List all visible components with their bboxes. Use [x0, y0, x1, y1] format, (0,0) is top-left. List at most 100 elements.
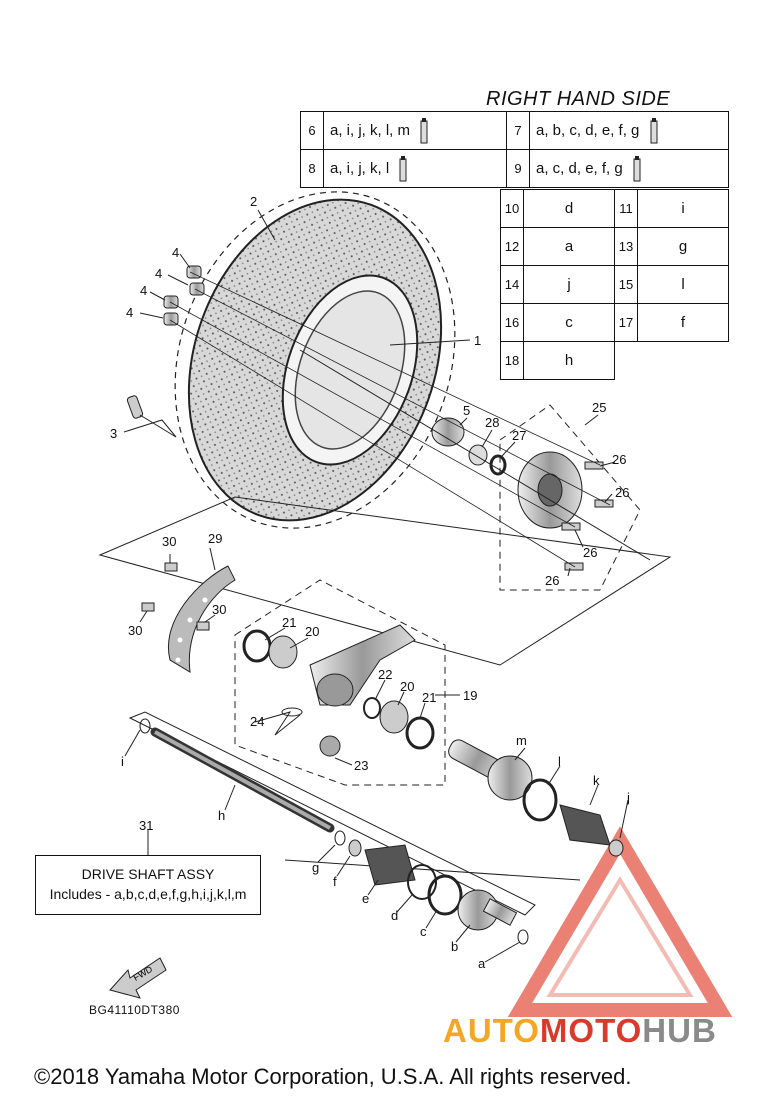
knuckle: [242, 624, 435, 757]
letter-a: a: [478, 956, 486, 971]
callout-20a: 20: [305, 624, 319, 639]
callout-19: 19: [463, 688, 477, 703]
callout-30c: 30: [128, 623, 142, 638]
band-l: [522, 778, 558, 822]
band-c: [427, 874, 463, 916]
callout-27: 27: [512, 428, 526, 443]
letter-c: c: [420, 924, 427, 939]
legend-row: 6 a, i, j, k, l, m 7 a, b, c, d, e, f, g: [300, 111, 729, 150]
legend-num: 13: [614, 227, 638, 266]
grease-tube-icon: [420, 117, 428, 143]
valve-stem: [126, 395, 144, 419]
drive-shaft: [150, 727, 335, 833]
stud-line-2: [194, 288, 611, 506]
legend-row: 18 h: [500, 341, 729, 380]
letter-i: i: [121, 754, 124, 769]
callout-5: 5: [463, 403, 470, 418]
legend-num: 14: [500, 265, 524, 304]
letter-b: b: [451, 939, 458, 954]
letter-h: h: [218, 808, 225, 823]
callout-30b: 30: [212, 602, 226, 617]
legend-row: 8 a, i, j, k, l 9 a, c, d, e, f, g: [300, 149, 729, 188]
callout-4b: 4: [155, 266, 162, 281]
drive-shaft-assy-box: DRIVE SHAFT ASSY Includes - a,b,c,d,e,f,…: [35, 855, 261, 915]
inner-cv-joint: [457, 889, 518, 931]
circlip-a: [517, 929, 529, 945]
callout-31: 31: [139, 818, 153, 833]
legend-num: 10: [500, 189, 524, 228]
letter-l: l: [558, 754, 561, 769]
letter-f: f: [333, 874, 337, 889]
callout-4c: 4: [140, 283, 147, 298]
diagram-code: BG41110DT380: [89, 1003, 180, 1017]
callout-1: 1: [474, 333, 481, 348]
letter-g: g: [312, 860, 319, 875]
legend-letter: l: [637, 265, 729, 304]
legend-letter: h: [523, 341, 615, 380]
callout-23: 23: [354, 758, 368, 773]
callout-4d: 4: [126, 305, 133, 320]
letter-d: d: [391, 908, 398, 923]
legend-letter: d: [523, 189, 615, 228]
legend-letters: a, b, c, d, e, f, g: [536, 121, 640, 139]
legend-num: 18: [500, 341, 524, 380]
legend-letter: i: [637, 189, 729, 228]
copyright-notice: ©2018 Yamaha Motor Corporation, U.S.A. A…: [34, 1064, 632, 1089]
legend-row: 12 a 13 g: [500, 227, 729, 266]
callout-20b: 20: [400, 679, 414, 694]
letter-k: k: [593, 773, 600, 788]
letter-e: e: [362, 891, 369, 906]
legend-num: 16: [500, 303, 524, 342]
band-j: [608, 839, 624, 857]
stud-line-1: [189, 271, 601, 466]
legend-letter: f: [637, 303, 729, 342]
legend-num: 12: [500, 227, 524, 266]
legend-num: 17: [614, 303, 638, 342]
hub: [517, 451, 614, 571]
watermark-text: AUTOMOTOHUB: [443, 1012, 717, 1050]
drive-shaft-includes: Includes - a,b,c,d,e,f,g,h,i,j,k,l,m: [49, 886, 247, 902]
callout-30a: 30: [162, 534, 176, 549]
grease-tube-icon: [650, 117, 658, 143]
forward-arrow-icon: FWD: [109, 957, 167, 999]
callout-25: 25: [592, 400, 606, 415]
callout-21b: 21: [422, 690, 436, 705]
boot-k: [559, 804, 611, 846]
stud-line-3: [169, 301, 576, 528]
disc-bolts: [141, 562, 210, 631]
legend-num: 15: [614, 265, 638, 304]
stud-line-4: [169, 319, 576, 568]
band-f: [348, 839, 362, 857]
grease-tube-icon: [399, 155, 407, 181]
callout-28: 28: [485, 415, 499, 430]
outer-cv-joint: [448, 739, 533, 801]
grease-tube-icon: [633, 155, 641, 181]
tire: [174, 191, 456, 529]
callout-26c: 26: [583, 545, 597, 560]
legend-num: 8: [300, 149, 324, 188]
callout-26d: 26: [545, 573, 559, 588]
callout-24: 24: [250, 714, 264, 729]
legend-part-grid: 10 d 11 i 12 a 13 g 14 j 15 l 16 c 17 f …: [500, 189, 729, 380]
watermark-part3: HUB: [642, 1012, 717, 1049]
letter-m: m: [516, 733, 527, 748]
callout-29: 29: [208, 531, 222, 546]
band-d: [407, 864, 437, 900]
callout-2: 2: [250, 194, 257, 209]
callout-26a: 26: [612, 452, 626, 467]
legend-letter: j: [523, 265, 615, 304]
legend-num: 11: [614, 189, 638, 228]
watermark-part2: MOTO: [539, 1012, 643, 1049]
legend-kit-table: 6 a, i, j, k, l, m 7 a, b, c, d, e, f, g…: [300, 111, 729, 188]
legend-letters: a, i, j, k, l, m: [330, 121, 411, 139]
legend-letter: c: [523, 303, 615, 342]
drive-shaft-title: DRIVE SHAFT ASSY: [81, 866, 215, 882]
letter-j: j: [626, 790, 630, 805]
wheel-nuts: [163, 265, 205, 326]
callout-21a: 21: [282, 615, 296, 630]
legend-row: 14 j 15 l: [500, 265, 729, 304]
axle-centerline: [299, 349, 651, 561]
knuckle-assembly-outline: [234, 579, 446, 786]
watermark-logo: [507, 826, 733, 1017]
